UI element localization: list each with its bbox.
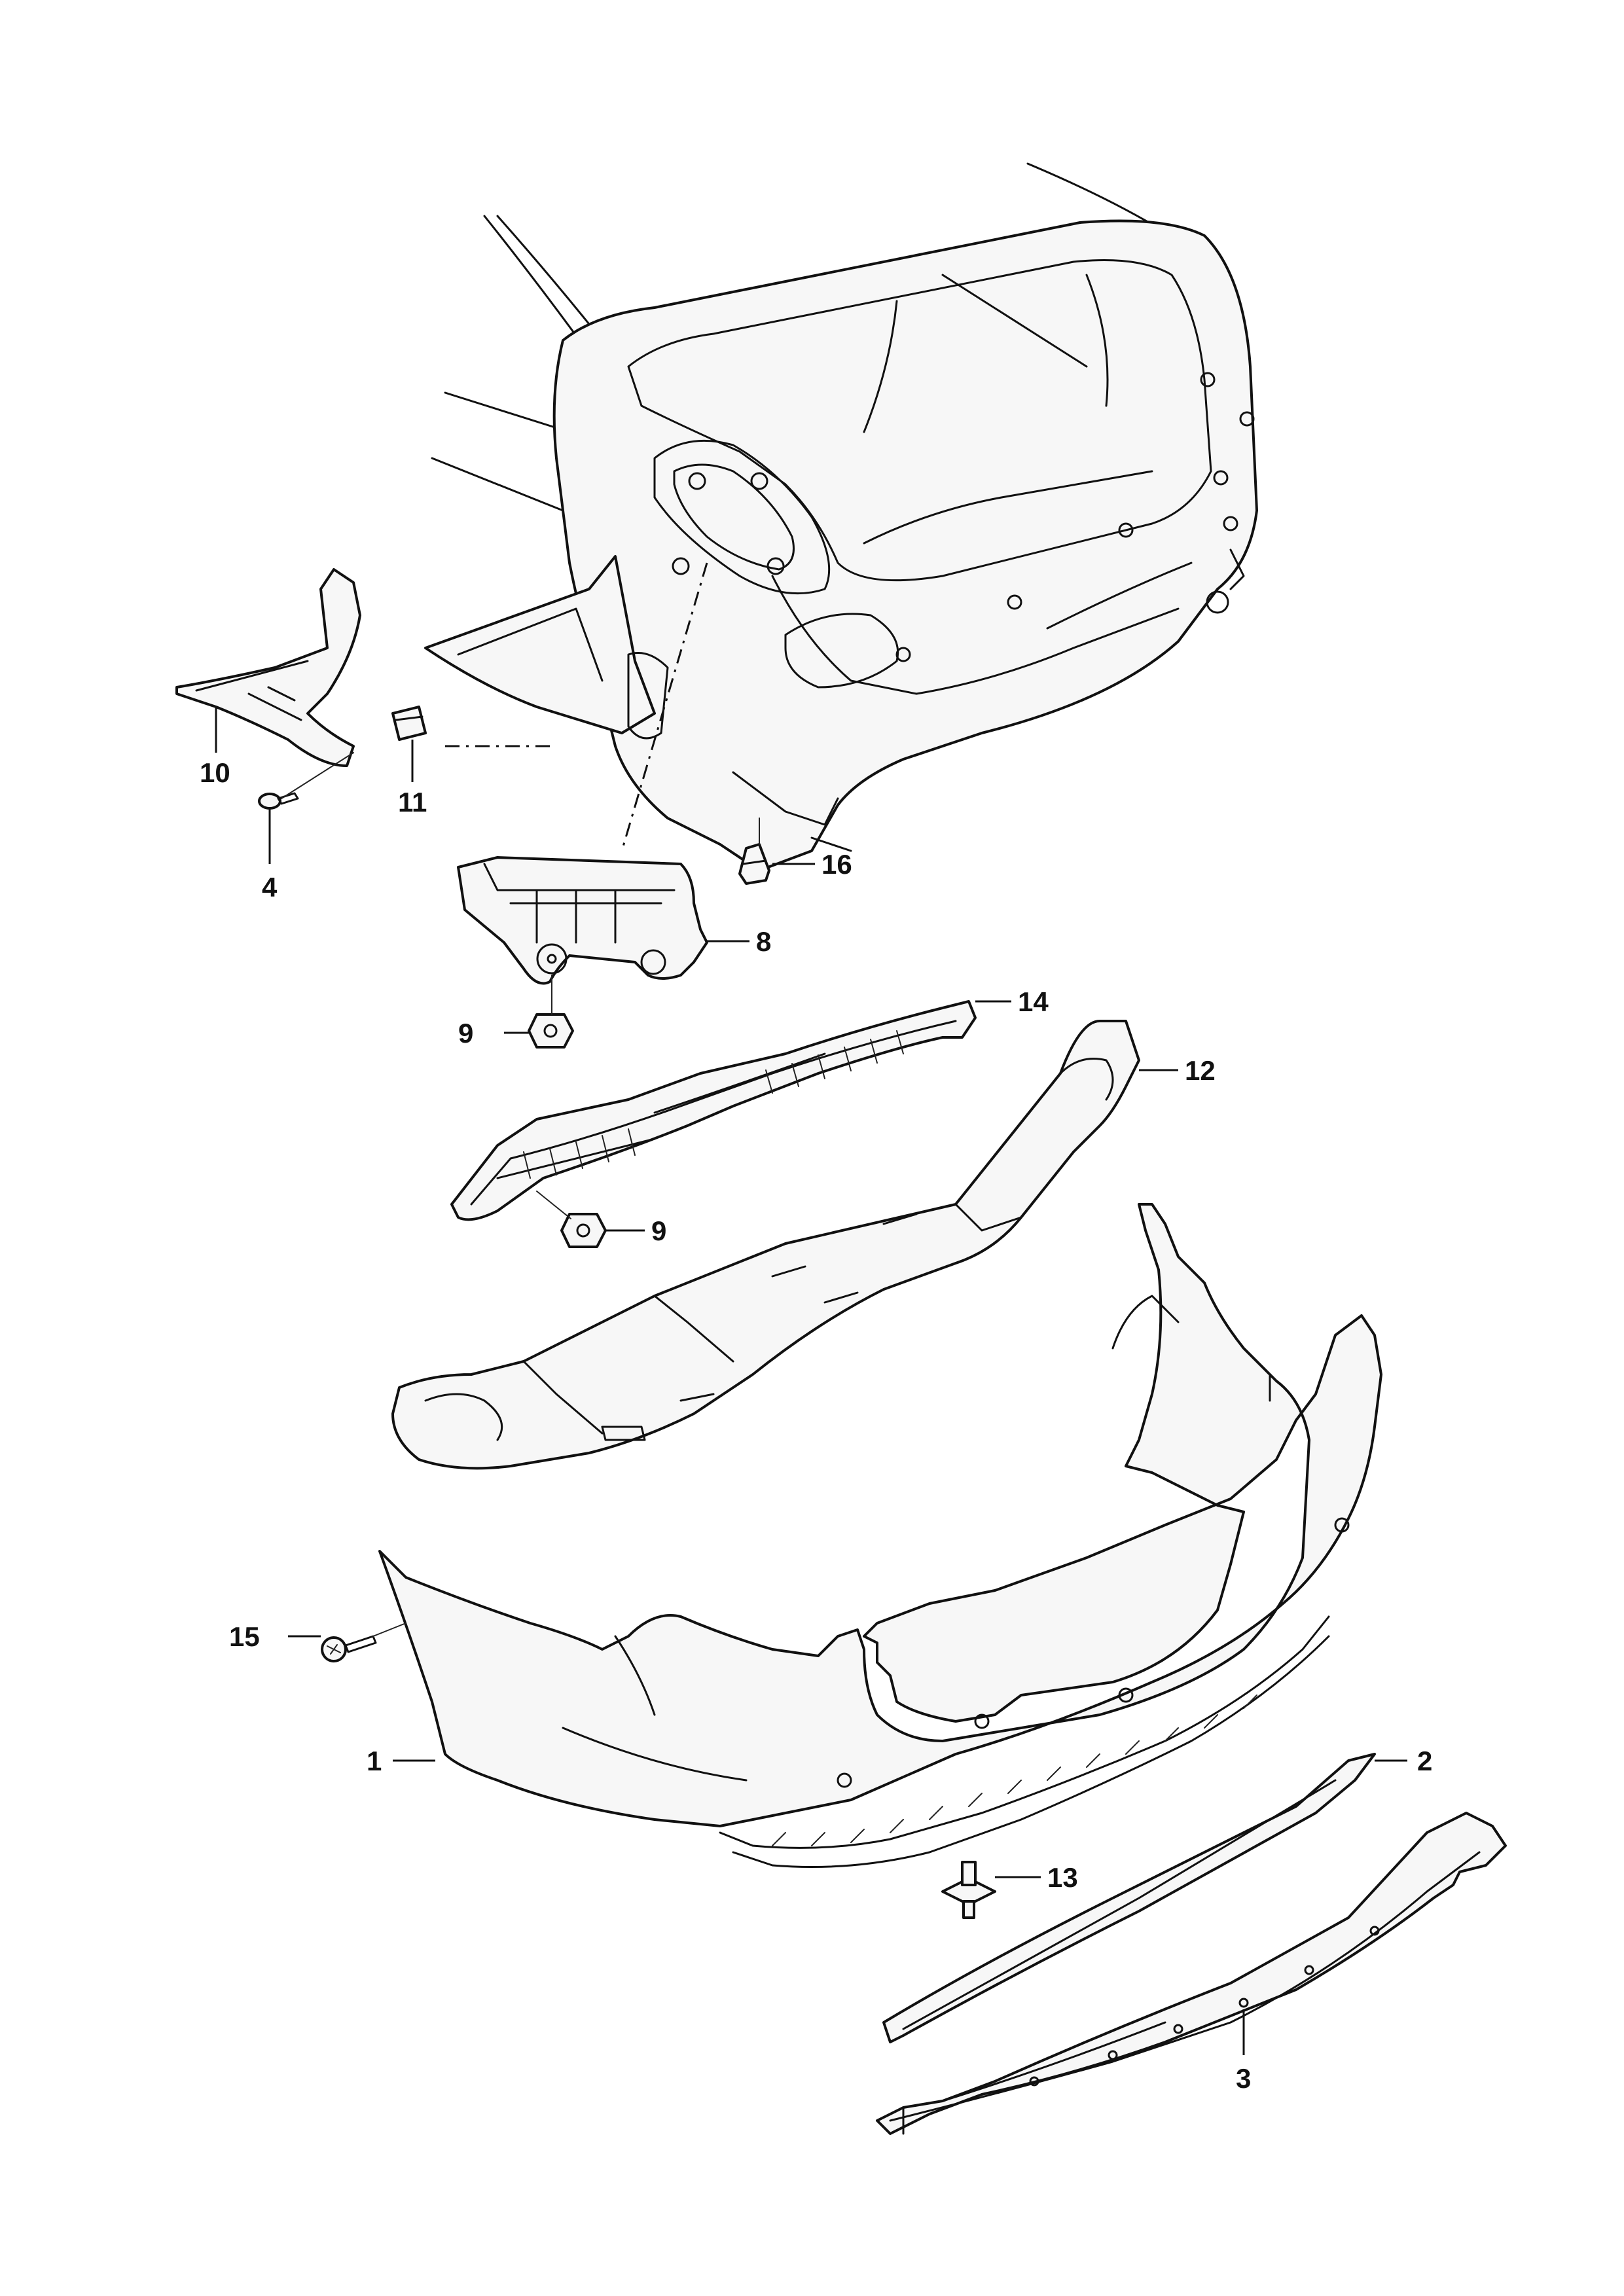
callout-15: 15 xyxy=(229,1621,260,1652)
part-8-bumper-bracket xyxy=(457,856,708,985)
callout-1: 1 xyxy=(367,1746,382,1776)
callout-14: 14 xyxy=(1018,986,1049,1017)
callout-leaders xyxy=(215,707,1407,2055)
callout-10: 10 xyxy=(200,757,230,788)
callout-12: 12 xyxy=(1185,1055,1216,1086)
part-2-trim-strip xyxy=(882,1753,1376,2043)
part-13-retaining-clip xyxy=(941,1861,996,1919)
car-rear-body xyxy=(424,162,1258,872)
part-1-bumper-cover xyxy=(378,1203,1382,1868)
callout-3: 3 xyxy=(1236,2063,1251,2094)
callout-8: 8 xyxy=(756,926,771,957)
part-15-screw xyxy=(321,1623,406,1662)
part-3-lower-spoiler xyxy=(876,1812,1507,2135)
callout-labels: 10 11 4 16 8 9 14 12 9 15 1 2 13 3 xyxy=(200,757,1432,2094)
callout-16: 16 xyxy=(821,849,852,880)
callout-2: 2 xyxy=(1417,1746,1432,1776)
part-14-reinforcement xyxy=(450,1000,977,1221)
callout-9-lower: 9 xyxy=(651,1215,666,1246)
part-12-diffuser-panel xyxy=(391,1020,1140,1470)
callout-4: 4 xyxy=(262,872,278,903)
part-4-screw xyxy=(258,752,354,810)
callout-11: 11 xyxy=(398,787,427,817)
callout-13: 13 xyxy=(1047,1862,1078,1893)
part-9-nut-lower xyxy=(536,1191,607,1248)
part-16-clip-nut xyxy=(738,817,770,885)
part-11-clip xyxy=(391,706,427,741)
part-10-side-bracket xyxy=(175,568,361,767)
part-9-nut-upper xyxy=(528,975,574,1049)
callout-9-upper: 9 xyxy=(458,1018,473,1049)
